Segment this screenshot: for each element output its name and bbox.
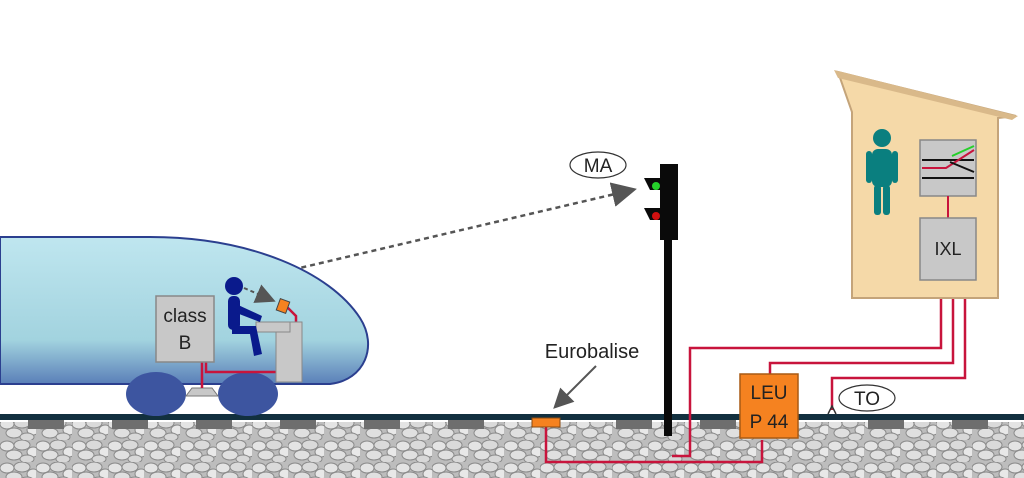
train-antenna: [185, 387, 219, 397]
wheel: [218, 372, 278, 416]
trackside-cable: [544, 426, 764, 464]
to-callout: TO: [827, 384, 896, 415]
ixl-label: IXL: [934, 239, 961, 259]
ma-label: MA: [584, 156, 613, 177]
line-of-sight-arrow: [239, 182, 637, 284]
track-switch-diagram-icon: [919, 139, 977, 197]
interlocking-cables: [672, 280, 967, 458]
to-label: TO: [854, 389, 880, 410]
driver-to-dmi-arrow: [243, 284, 276, 303]
ma-callout: MA: [569, 151, 627, 179]
rail: [0, 414, 1024, 420]
leu-label-line2: P 44: [750, 412, 789, 433]
railway-signal-icon: [644, 164, 678, 436]
leu-label-line1: LEU: [751, 383, 788, 404]
class-b-label-line2: B: [179, 333, 192, 354]
eurobalise: Eurobalise: [531, 341, 640, 428]
ballast-bed: [0, 422, 1024, 478]
wheel: [126, 372, 186, 416]
driver-desk: [255, 298, 303, 383]
leu-box: LEU P 44: [739, 373, 799, 439]
eurobalise-label: Eurobalise: [545, 341, 640, 363]
class-b-label-line1: class: [163, 306, 206, 327]
class-b-box: class B: [155, 295, 215, 363]
person-seated-icon: [225, 277, 262, 356]
person-standing-icon: [866, 129, 898, 215]
sleepers: [28, 419, 988, 429]
ixl-box: IXL: [919, 217, 977, 281]
